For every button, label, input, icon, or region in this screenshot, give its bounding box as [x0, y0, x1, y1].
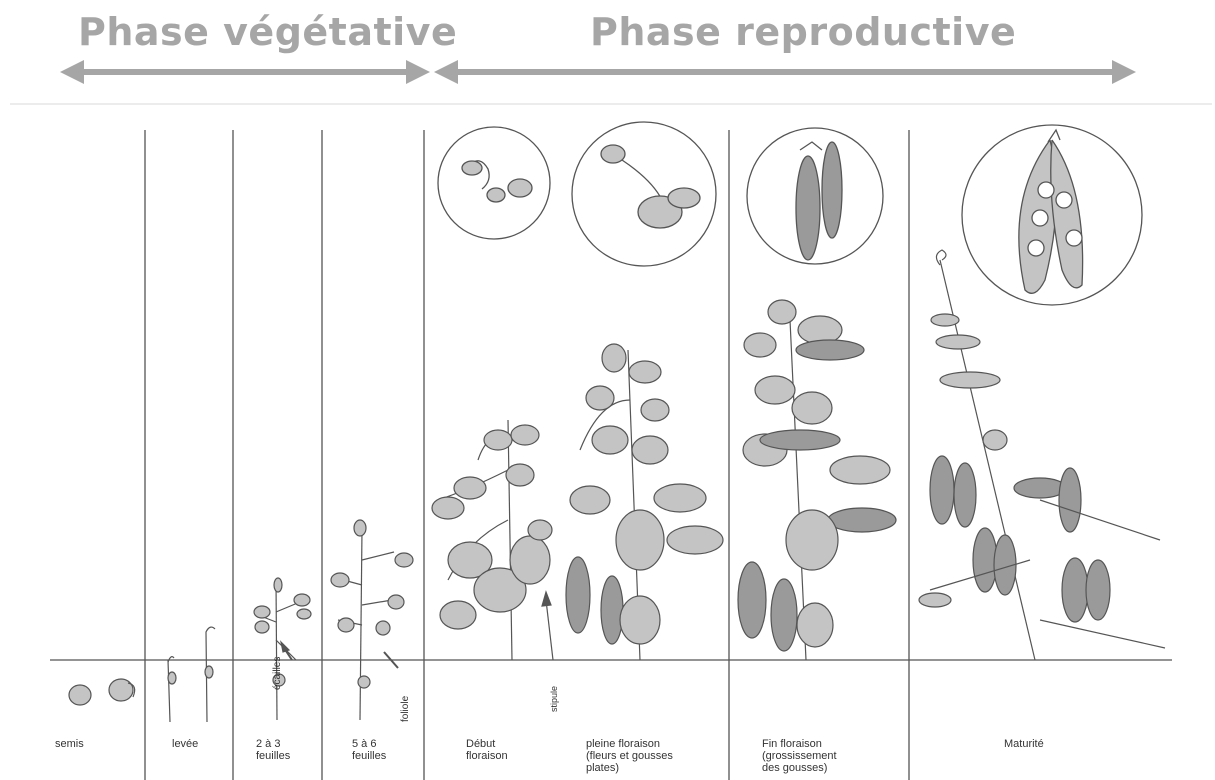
- fin-floraison-plant-illustration: [738, 300, 896, 660]
- two-three-leaves-seedling-illustration: [254, 578, 311, 720]
- reproductive-arrow-right-head: [1112, 60, 1136, 84]
- detail-circles: [438, 122, 1142, 305]
- maturite-plant-illustration: [919, 250, 1165, 660]
- stage-label-debut-floraison: Début floraison: [466, 738, 508, 762]
- debut-floraison-plant-illustration: [432, 420, 553, 660]
- vegetative-arrow-right-head: [406, 60, 430, 84]
- stage-label-levee: levée: [172, 738, 198, 750]
- phase-arrows: [60, 60, 1136, 84]
- flower-detail-circle: [438, 127, 550, 239]
- stage-label-semis: semis: [55, 738, 84, 750]
- five-six-leaves-seedling-illustration: [331, 520, 413, 720]
- pleine-floraison-plant-illustration: [566, 344, 723, 660]
- annotation-ecailles: écailles: [272, 657, 284, 690]
- reproductive-arrow-left-head: [434, 60, 458, 84]
- stage-label-pleine-floraison: pleine floraison (fleurs et gousses plat…: [586, 738, 673, 774]
- annotation-stipule: stipule: [548, 686, 560, 712]
- stage-label-fin-floraison: Fin floraison (grossissement des gousses…: [762, 738, 837, 774]
- annotation-foliole: foliole: [400, 696, 412, 722]
- levee-seedling-illustration: [168, 627, 215, 722]
- stage-label-2-3-feuilles: 2 à 3 feuilles: [256, 738, 290, 762]
- semis-seeds-illustration: [69, 679, 135, 705]
- stage-label-maturite: Maturité: [1004, 738, 1044, 750]
- stage-label-5-6-feuilles: 5 à 6 feuilles: [352, 738, 386, 762]
- vegetative-arrow-left-head: [60, 60, 84, 84]
